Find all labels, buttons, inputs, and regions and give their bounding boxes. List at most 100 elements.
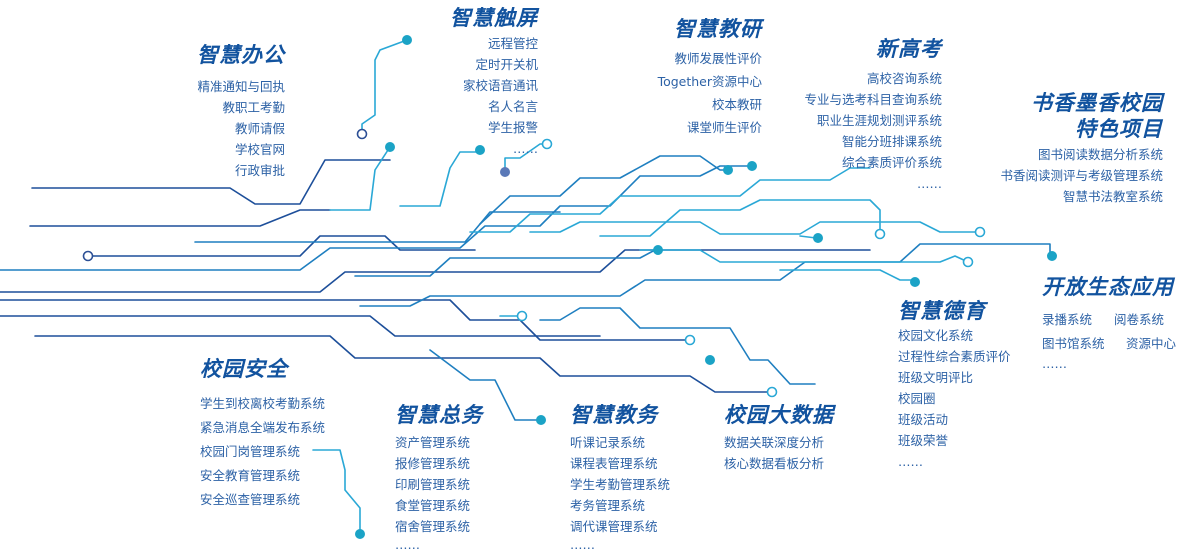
item-list: 听课记录系统 课程表管理系统 学生考勤管理系统 考务管理系统 调代课管理系统 …… — [570, 432, 670, 553]
item-list: 学生到校离校考勤系统 紧急消息全端发布系统 校园门岗管理系统 安全教育管理系统 … — [200, 392, 325, 512]
circuit-node — [356, 128, 368, 140]
list-item: 综合素质评价系统 — [841, 155, 942, 170]
circuit-node — [385, 142, 395, 152]
group-title: 校园大数据 — [724, 403, 834, 427]
circuit-node — [541, 138, 553, 150]
list-item: …… — [513, 141, 538, 156]
list-item: 校园文化系统 — [898, 328, 974, 343]
list-item: 过程性综合素质评价 — [898, 349, 1011, 364]
circuit-trace — [0, 299, 691, 341]
list-item: 行政审批 — [234, 163, 285, 178]
circuit-trace — [0, 165, 753, 271]
group-title: 智慧德育 — [898, 299, 986, 323]
list-item: …… — [395, 537, 420, 552]
circuit-node — [874, 228, 886, 240]
list-item: 听课记录系统 — [570, 435, 646, 450]
group-title: 书香墨香校园 特色项目 — [1031, 90, 1163, 142]
list-item: 远程管控 — [487, 36, 538, 51]
circuit-trace — [29, 209, 331, 227]
list-item: 高校咨询系统 — [866, 71, 942, 86]
list-item: 调代课管理系统 — [570, 519, 658, 534]
group-title: 智慧办公 — [197, 43, 285, 67]
group-title-line: 特色项目 — [1075, 117, 1163, 141]
list-item: 宿舍管理系统 — [395, 519, 471, 534]
group-title: 智慧教务 — [570, 403, 658, 427]
circuit-trace — [312, 449, 361, 533]
circuit-trace — [0, 315, 601, 337]
list-item: 定时开关机 — [475, 57, 538, 72]
list-item: 校园门岗管理系统 — [200, 444, 301, 459]
circuit-node — [355, 529, 365, 539]
list-item: 阅卷系统 — [1114, 312, 1165, 327]
circuit-trace — [329, 149, 389, 211]
list-item: 紧急消息全端发布系统 — [200, 420, 326, 435]
circuit-trace — [639, 249, 969, 263]
list-item: 学生考勤管理系统 — [570, 477, 671, 492]
list-item: 课程表管理系统 — [570, 456, 658, 471]
list-item: 印刷管理系统 — [395, 477, 471, 492]
list-item: 考务管理系统 — [570, 498, 646, 513]
list-item: 精准通知与回执 — [197, 79, 285, 94]
circuit-node — [723, 165, 733, 175]
list-item: 名人名言 — [487, 99, 538, 114]
list-item: 食堂管理系统 — [395, 498, 471, 513]
circuit-trace — [34, 335, 771, 393]
list-item: …… — [1042, 356, 1067, 371]
circuit-node — [813, 233, 823, 243]
circuit-trace — [359, 243, 1051, 307]
circuit-trace — [539, 307, 816, 385]
circuit-trace — [599, 199, 881, 237]
circuit-node — [1047, 251, 1057, 261]
item-list: 图书阅读数据分析系统 书香阅读测评与考级管理系统 智慧书法教室系统 — [1000, 144, 1163, 207]
list-item: 安全巡查管理系统 — [200, 492, 301, 507]
list-item: 学生报警 — [487, 120, 538, 135]
circuit-node — [536, 415, 546, 425]
list-item: 班级文明评比 — [898, 370, 974, 385]
circuit-trace — [399, 151, 481, 207]
list-item: …… — [570, 537, 595, 552]
group-title: 新高考 — [876, 37, 942, 61]
circuit-node — [653, 245, 663, 255]
item-list: 数据关联深度分析 核心数据看板分析 — [724, 432, 824, 474]
circuit-node — [747, 161, 757, 171]
item-list: 资产管理系统 报修管理系统 印刷管理系统 食堂管理系统 宿舍管理系统 …… — [395, 432, 470, 553]
list-item: 图书阅读数据分析系统 — [1037, 147, 1163, 162]
circuit-trace — [87, 235, 476, 257]
circuit-trace — [194, 211, 561, 243]
list-item: 学生到校离校考勤系统 — [200, 396, 326, 411]
list-item: 课堂师生评价 — [686, 120, 762, 135]
circuit-node — [684, 334, 696, 346]
circuit-node — [402, 35, 412, 45]
list-item: 职业生涯规划测评系统 — [816, 113, 942, 128]
list-item: 图书馆系统 — [1042, 336, 1105, 351]
list-item: Together资源中心 — [657, 74, 762, 89]
list-item-row: …… — [1042, 356, 1192, 372]
list-item: …… — [898, 454, 923, 469]
item-list: 校园文化系统 过程性综合素质评价 班级文明评比 校园圈 班级活动 班级荣誉 …… — [898, 325, 1011, 472]
circuit-trace — [779, 269, 916, 281]
circuit-trace — [529, 221, 981, 235]
circuit-node — [475, 145, 485, 155]
list-item: 安全教育管理系统 — [200, 468, 301, 483]
group-title: 智慧触屏 — [450, 6, 538, 30]
item-list: 精准通知与回执 教职工考勤 教师请假 学校官网 行政审批 — [197, 76, 285, 181]
item-list: 高校咨询系统 专业与选考科目查询系统 职业生涯规划测评系统 智能分班排课系统 综… — [804, 68, 942, 194]
circuit-node — [705, 355, 715, 365]
list-item: 学校官网 — [234, 142, 285, 157]
list-item: 书香阅读测评与考级管理系统 — [1000, 168, 1163, 183]
list-item-row: 录播系统阅卷系统 — [1042, 308, 1192, 332]
circuit-node — [500, 167, 510, 177]
list-item: 专业与选考科目查询系统 — [804, 92, 942, 107]
list-item: 数据关联深度分析 — [724, 435, 825, 450]
circuit-node — [974, 226, 986, 238]
list-item: 资产管理系统 — [395, 435, 471, 450]
list-item: 教师请假 — [234, 121, 285, 136]
list-item: 班级荣誉 — [898, 433, 949, 448]
list-item: …… — [917, 176, 942, 191]
circuit-node — [910, 277, 920, 287]
circuit-trace — [361, 39, 408, 133]
circuit-trace — [429, 349, 541, 421]
list-item: 家校语音通讯 — [462, 78, 538, 93]
list-item: 校园圈 — [898, 391, 936, 406]
